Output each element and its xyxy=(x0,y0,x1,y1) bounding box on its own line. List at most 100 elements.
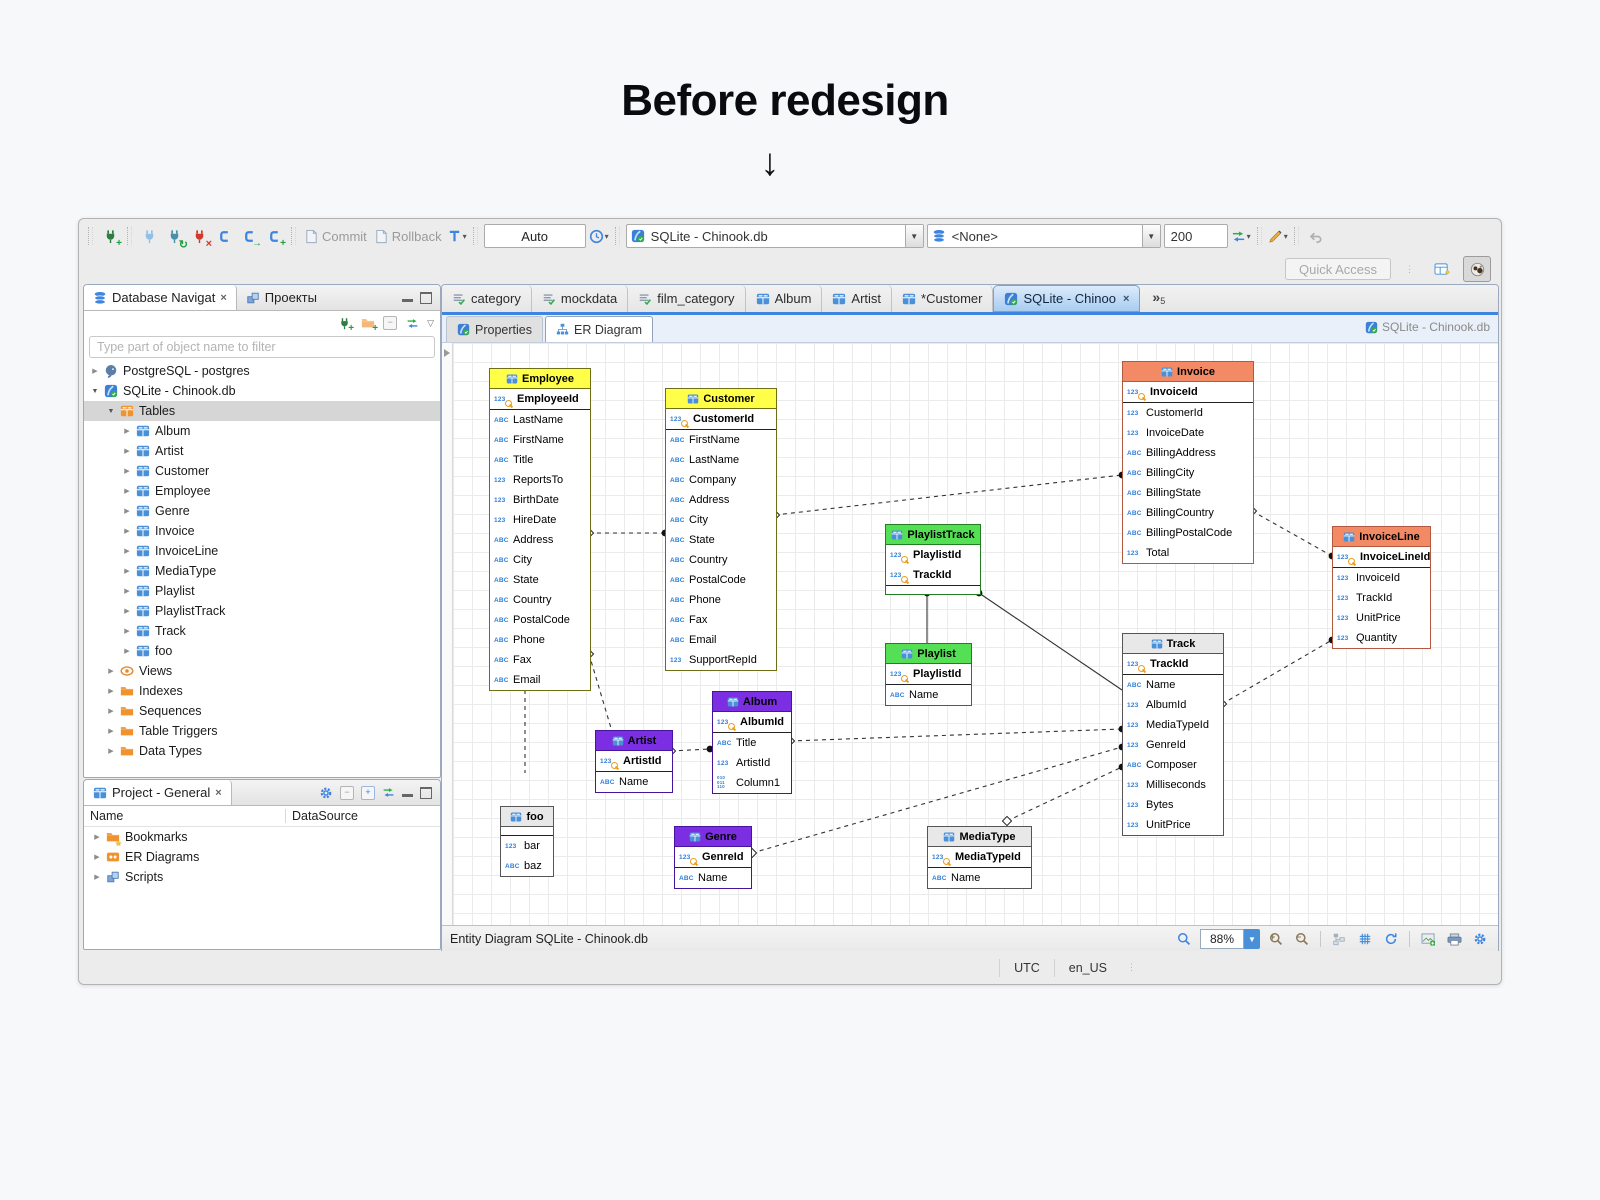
transaction-log-button[interactable]: ▾ xyxy=(447,225,467,247)
expand-arrow-icon[interactable]: ▶ xyxy=(124,528,130,535)
relation-Album-Track[interactable] xyxy=(789,728,1123,742)
entity-title[interactable]: Employee xyxy=(490,369,590,389)
gear-icon[interactable] xyxy=(319,786,333,800)
tree-item-mediatype[interactable]: ▶MediaType xyxy=(84,561,440,581)
reconnect-button[interactable]: ↻ xyxy=(163,225,188,251)
new-connection-button[interactable]: + xyxy=(99,225,122,249)
relation-Track-InvoiceLine[interactable] xyxy=(1221,639,1333,705)
fetch-size-input[interactable]: 200 xyxy=(1163,224,1228,248)
editor-tab-album[interactable]: Album xyxy=(746,285,823,312)
minimize-button[interactable] xyxy=(402,299,413,302)
zoom-in-button[interactable]: + xyxy=(1266,929,1286,949)
arrange-diagram-button[interactable] xyxy=(1329,929,1349,949)
connect-button[interactable] xyxy=(138,225,160,247)
tab-projects[interactable]: Проекты xyxy=(237,285,326,310)
new-folder-button[interactable]: + xyxy=(359,314,378,334)
tree-item-sequences[interactable]: ▶Sequences xyxy=(84,701,440,721)
expand-arrow-icon[interactable]: ▶ xyxy=(124,548,130,555)
relation-Artist-Album[interactable] xyxy=(670,748,711,752)
expand-arrow-icon[interactable]: ▶ xyxy=(108,688,114,695)
expand-arrow-icon[interactable]: ▶ xyxy=(108,728,114,735)
editor-tab--customer[interactable]: *Customer xyxy=(892,285,994,312)
expand-arrow-icon[interactable]: ▶ xyxy=(124,468,130,475)
tree-item-invoiceline[interactable]: ▶InvoiceLine xyxy=(84,541,440,561)
new-sql-script-button[interactable]: + xyxy=(263,225,286,249)
rollback-button[interactable]: Rollback xyxy=(372,225,444,247)
entity-title[interactable]: Customer xyxy=(666,389,776,409)
collapse-all-button[interactable]: − xyxy=(383,316,398,330)
tab-database-navigator[interactable]: Database Navigat × xyxy=(84,285,237,310)
dbeaver-perspective-button[interactable] xyxy=(1463,256,1491,282)
tree-item-artist[interactable]: ▶Artist xyxy=(84,441,440,461)
tree-item-album[interactable]: ▶Album xyxy=(84,421,440,441)
entity-title[interactable]: PlaylistTrack xyxy=(886,525,980,545)
tree-item-invoice[interactable]: ▶Invoice xyxy=(84,521,440,541)
tree-item-track[interactable]: ▶Track xyxy=(84,621,440,641)
schema-select[interactable]: <None> ▼ xyxy=(926,224,1161,248)
tree-item-table-triggers[interactable]: ▶Table Triggers xyxy=(84,721,440,741)
maximize-button[interactable] xyxy=(420,291,432,304)
object-filter-input[interactable] xyxy=(90,340,434,354)
transaction-history-button[interactable]: ▾ xyxy=(589,225,609,247)
link-editor-icon[interactable] xyxy=(382,786,395,799)
expand-arrow-icon[interactable]: ▶ xyxy=(124,508,130,515)
entity-title[interactable]: InvoiceLine xyxy=(1333,527,1430,547)
entity-title[interactable]: Album xyxy=(713,692,791,712)
expand-arrow-icon[interactable]: ▶ xyxy=(94,854,100,861)
relation-Genre-Track[interactable] xyxy=(751,746,1123,854)
expand-arrow-icon[interactable]: ▶ xyxy=(124,448,130,455)
editor-tab-film-category[interactable]: film_category xyxy=(628,285,746,312)
view-menu-button[interactable]: ▽ xyxy=(427,317,434,328)
project-item-bookmarks[interactable]: ▶★Bookmarks xyxy=(84,827,440,848)
project-item-er-diagrams[interactable]: ▶ER Diagrams xyxy=(84,847,440,867)
expand-all-button[interactable]: + xyxy=(361,785,375,800)
expand-arrow-icon[interactable]: ▶ xyxy=(124,488,130,495)
link-editor-button[interactable] xyxy=(403,314,421,332)
close-icon[interactable]: × xyxy=(1122,292,1130,305)
maximize-button[interactable] xyxy=(420,786,432,799)
minimize-button[interactable] xyxy=(402,794,413,797)
relation-PlaylistTrack-Track[interactable] xyxy=(978,592,1123,691)
tree-item-indexes[interactable]: ▶Indexes xyxy=(84,681,440,701)
entity-title[interactable]: MediaType xyxy=(928,827,1031,847)
